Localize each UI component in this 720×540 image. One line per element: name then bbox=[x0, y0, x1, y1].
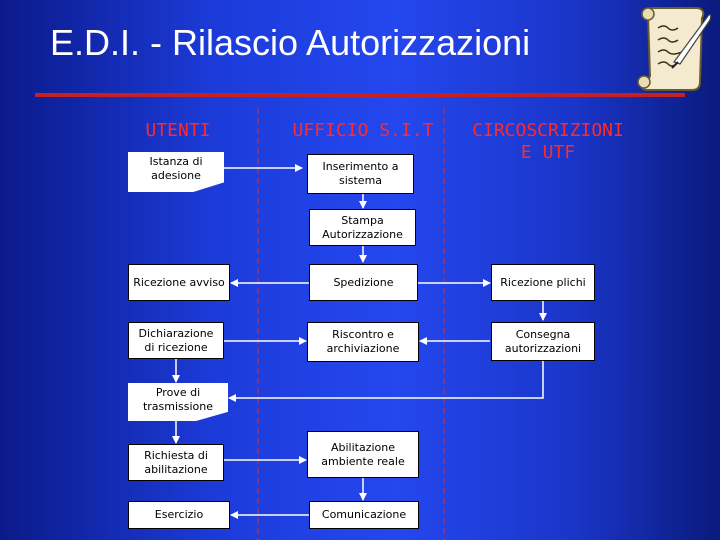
box-ricezione-avviso: Ricezione avviso bbox=[128, 264, 230, 301]
box-inserimento-a-sistema: Inserimento a sistema bbox=[307, 154, 414, 194]
box-spedizione: Spedizione bbox=[309, 264, 418, 301]
quill-scroll-icon bbox=[637, 7, 712, 91]
box-istanza-di-adesione: Istanza di adesione bbox=[128, 152, 224, 192]
column-header-ufficio: UFFICIO S.I.T bbox=[292, 120, 434, 141]
box-comunicazione: Comunicazione bbox=[309, 501, 419, 529]
line-consegna-prove bbox=[228, 360, 544, 402]
column-header-circoscrizioni-line2: E UTF bbox=[520, 142, 576, 163]
box-richiesta-di-abilitazione: Richiesta di abilitazione bbox=[128, 444, 224, 481]
box-esercizio: Esercizio bbox=[128, 501, 230, 529]
box-dichiarazione-di-ricezione: Dichiarazione di ricezione bbox=[128, 322, 224, 359]
column-header-circoscrizioni: CIRCOSCRIZIONI E UTF bbox=[455, 120, 641, 164]
column-header-utenti: UTENTI bbox=[145, 120, 211, 141]
page-title: E.D.I. - Rilascio Autorizzazioni bbox=[50, 22, 531, 63]
box-consegna-autorizzazioni: Consegna autorizzazioni bbox=[491, 322, 595, 361]
box-abilitazione-ambiente-reale: Abilitazione ambiente reale bbox=[307, 431, 419, 478]
box-ricezione-plichi: Ricezione plichi bbox=[491, 264, 595, 301]
box-riscontro-e-archiviazione: Riscontro e archiviazione bbox=[307, 322, 419, 362]
box-stampa-autorizzazione: Stampa Autorizzazione bbox=[309, 209, 416, 246]
column-header-circoscrizioni-line1: CIRCOSCRIZIONI bbox=[472, 120, 624, 141]
box-prove-di-trasmissione: Prove di trasmissione bbox=[128, 383, 228, 421]
title-underline bbox=[35, 93, 685, 97]
